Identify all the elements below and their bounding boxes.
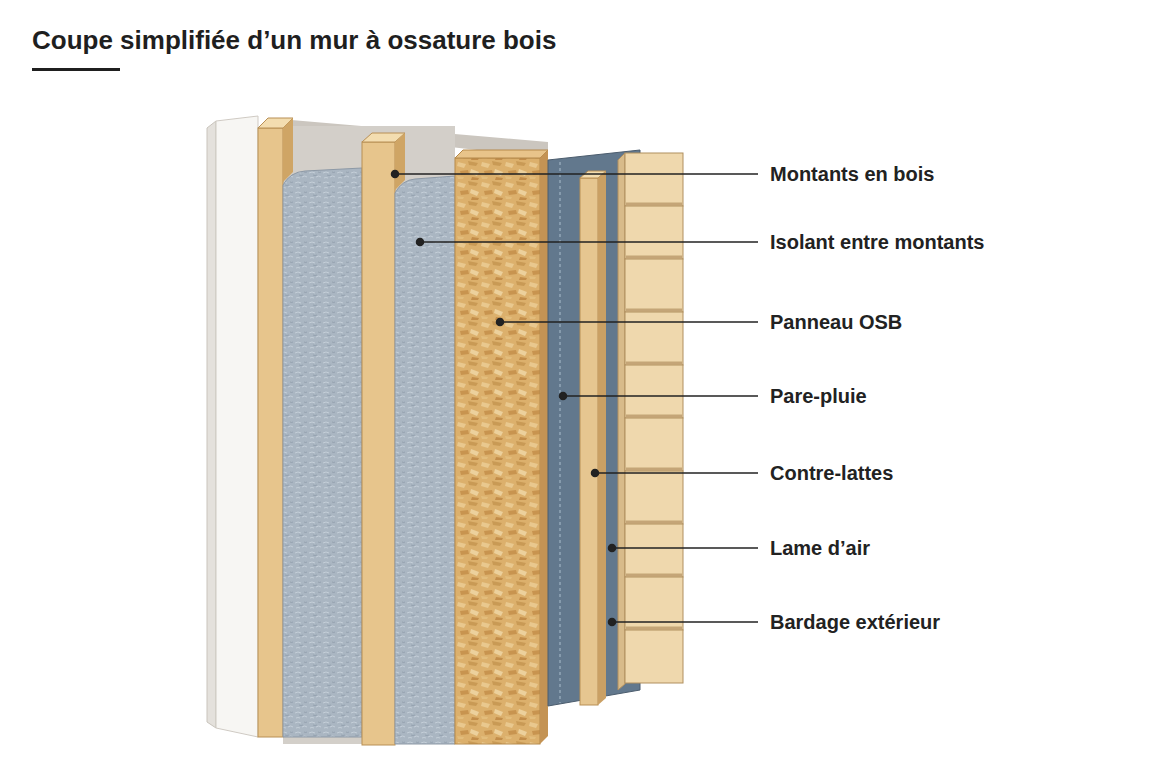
plasterboard bbox=[207, 121, 216, 728]
osb-panel bbox=[455, 150, 548, 158]
plasterboard bbox=[207, 116, 258, 737]
insulation bbox=[395, 176, 455, 744]
wood-stud bbox=[395, 133, 405, 190]
cladding bbox=[625, 418, 683, 471]
leader-line bbox=[609, 619, 616, 626]
back-board bbox=[283, 126, 455, 744]
cladding bbox=[626, 415, 682, 418]
plasterboard bbox=[216, 116, 258, 737]
cladding bbox=[626, 468, 682, 471]
leader-line bbox=[612, 621, 758, 623]
insulation bbox=[283, 168, 362, 737]
cladding bbox=[625, 206, 683, 259]
part-label: Contre-lattes bbox=[770, 460, 893, 486]
title-underline bbox=[32, 68, 120, 71]
osb-panel bbox=[455, 150, 548, 744]
leader-line bbox=[560, 393, 567, 400]
diagram-title: Coupe simplifiée d’un mur à ossature boi… bbox=[32, 24, 556, 56]
insulation bbox=[395, 176, 455, 744]
cladding bbox=[626, 256, 682, 259]
part-label: Lame d’air bbox=[770, 535, 870, 561]
cladding bbox=[626, 362, 682, 365]
osb-panel bbox=[540, 150, 548, 744]
leader-line bbox=[417, 239, 424, 246]
leader-line bbox=[612, 547, 758, 549]
cladding bbox=[626, 521, 682, 524]
leader-line bbox=[500, 321, 758, 323]
leader-line bbox=[420, 241, 758, 243]
osb-panel bbox=[455, 158, 540, 744]
cladding bbox=[618, 153, 625, 690]
cladding bbox=[625, 365, 683, 418]
counter-batten bbox=[580, 171, 606, 705]
leader-line bbox=[563, 395, 758, 397]
leader-line bbox=[609, 545, 616, 552]
cladding bbox=[625, 259, 683, 312]
cladding bbox=[625, 312, 683, 365]
part-label: Bardage extérieur bbox=[770, 609, 940, 635]
cladding bbox=[618, 153, 683, 690]
back-board bbox=[268, 118, 548, 744]
cladding bbox=[625, 153, 683, 206]
part-label: Panneau OSB bbox=[770, 309, 902, 335]
cladding bbox=[625, 524, 683, 577]
cladding bbox=[625, 630, 683, 683]
cladding bbox=[626, 309, 682, 312]
part-label: Isolant entre montants bbox=[770, 229, 984, 255]
leader-line bbox=[395, 173, 758, 175]
cladding bbox=[626, 627, 682, 630]
leader-line bbox=[392, 171, 399, 178]
wood-stud bbox=[362, 142, 395, 745]
part-label: Pare-pluie bbox=[770, 383, 867, 409]
counter-batten bbox=[598, 171, 606, 705]
leader-line bbox=[595, 472, 758, 474]
rain-screen bbox=[559, 162, 561, 703]
leader-line bbox=[392, 171, 759, 626]
counter-batten bbox=[580, 178, 598, 705]
leader-line bbox=[592, 470, 599, 477]
cladding bbox=[626, 203, 682, 206]
wood-stud bbox=[283, 118, 293, 182]
title-underline bbox=[32, 68, 120, 71]
part-label: Montants en bois bbox=[770, 161, 934, 187]
cladding bbox=[626, 574, 682, 577]
leader-line bbox=[497, 319, 504, 326]
cladding bbox=[625, 471, 683, 524]
insulation bbox=[283, 168, 362, 737]
wood-stud bbox=[258, 128, 283, 737]
